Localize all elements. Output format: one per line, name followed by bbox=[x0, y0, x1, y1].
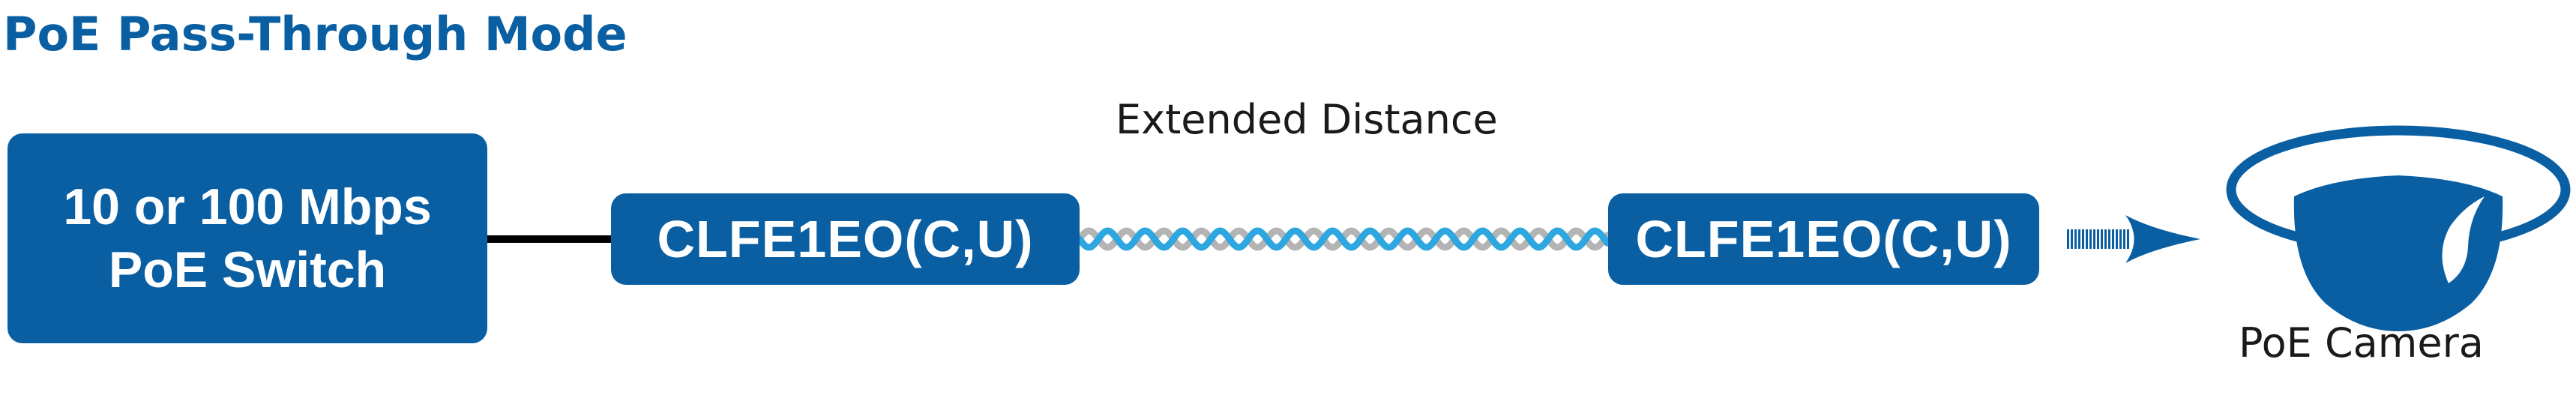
arrow-tick bbox=[2082, 229, 2084, 249]
cable-distance-label: Extended Distance bbox=[1116, 96, 1498, 143]
arrow-tick bbox=[2112, 229, 2114, 249]
arrow-tick bbox=[2067, 229, 2069, 249]
switch-link-line bbox=[487, 235, 612, 243]
arrow-tick bbox=[2116, 229, 2118, 249]
camera-label: PoE Camera bbox=[2239, 319, 2484, 367]
twisted-pair-cable bbox=[1076, 227, 1611, 251]
poe-switch-box: 10 or 100 Mbps PoE Switch bbox=[7, 133, 487, 343]
dome-camera-icon bbox=[2226, 125, 2571, 331]
extender-left-label: CLFE1EO(C,U) bbox=[657, 210, 1034, 268]
arrow-tick bbox=[2078, 229, 2080, 249]
camera-dome bbox=[2293, 175, 2503, 331]
arrow-tick bbox=[2119, 229, 2122, 249]
extender-right-box: CLFE1EO(C,U) bbox=[1608, 193, 2039, 285]
arrow-tick bbox=[2093, 229, 2095, 249]
diagram-title: PoE Pass-Through Mode bbox=[3, 7, 628, 61]
arrow-tick bbox=[2074, 229, 2077, 249]
arrow-tick bbox=[2101, 229, 2103, 249]
arrow-tick bbox=[2123, 229, 2125, 249]
arrow-tick bbox=[2097, 229, 2099, 249]
arrow-tick bbox=[2089, 229, 2092, 249]
arrow-tick bbox=[2104, 229, 2107, 249]
cable-strand-blue bbox=[1076, 227, 1611, 251]
arrow-head bbox=[2125, 215, 2200, 263]
arrow-tick bbox=[2108, 229, 2110, 249]
camera-lens-highlight bbox=[2442, 196, 2485, 283]
extender-right-label: CLFE1EO(C,U) bbox=[1635, 210, 2012, 268]
arrow-dotted-shaft bbox=[2067, 229, 2129, 249]
dotted-arrow-icon bbox=[2067, 215, 2200, 263]
switch-label-line1: 10 or 100 Mbps bbox=[63, 178, 432, 235]
arrow-tick bbox=[2086, 229, 2088, 249]
extender-left-box: CLFE1EO(C,U) bbox=[611, 193, 1080, 285]
switch-label-line2: PoE Switch bbox=[108, 241, 387, 298]
arrow-tick bbox=[2127, 229, 2129, 249]
arrow-tick bbox=[2071, 229, 2073, 249]
